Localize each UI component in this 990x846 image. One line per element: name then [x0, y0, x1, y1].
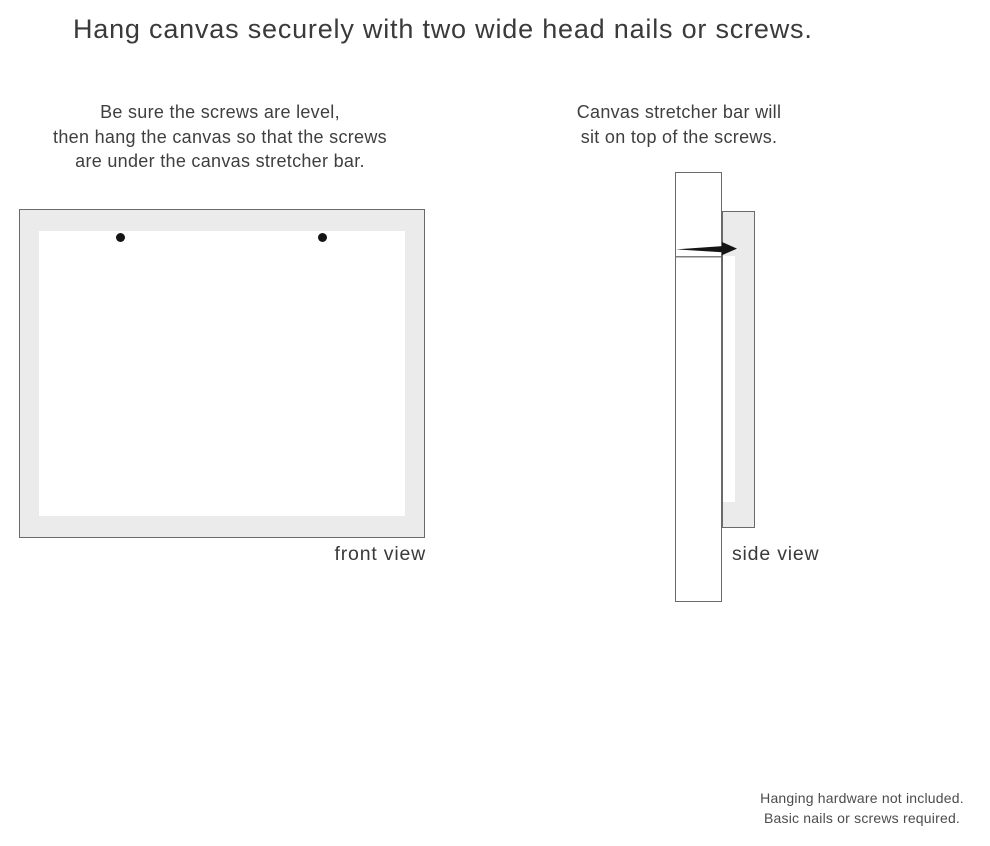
- front-view-canvas-frame: [19, 209, 425, 538]
- front-view-instructions: Be sure the screws are level, then hang …: [19, 100, 421, 174]
- front-instruction-line: then hang the canvas so that the screws: [53, 126, 387, 147]
- nail-icon: [676, 242, 737, 258]
- front-view-label: front view: [334, 543, 426, 565]
- side-view-instructions: Canvas stretcher bar will sit on top of …: [553, 100, 805, 149]
- hardware-footnote: Hanging hardware not included. Basic nai…: [740, 789, 984, 828]
- footnote-line: Basic nails or screws required.: [763, 809, 961, 826]
- side-view-canvas-inner: [723, 256, 735, 502]
- front-view-canvas-face: [39, 231, 405, 516]
- side-view-wall-bar: [675, 172, 722, 602]
- front-instruction-line: Be sure the screws are level,: [100, 102, 340, 122]
- footnote-line: Hanging hardware not included.: [760, 790, 964, 806]
- front-instruction-line: are under the canvas stretcher bar.: [75, 151, 365, 171]
- side-instruction-line: Canvas stretcher bar will: [576, 102, 782, 122]
- side-view-canvas-profile: [722, 211, 755, 528]
- nail-head-icon: [318, 233, 327, 242]
- side-instruction-line: sit on top of the screws.: [580, 126, 778, 147]
- nail-head-icon: [116, 233, 125, 242]
- side-view-label: side view: [732, 543, 820, 565]
- page-title: Hang canvas securely with two wide head …: [73, 14, 813, 44]
